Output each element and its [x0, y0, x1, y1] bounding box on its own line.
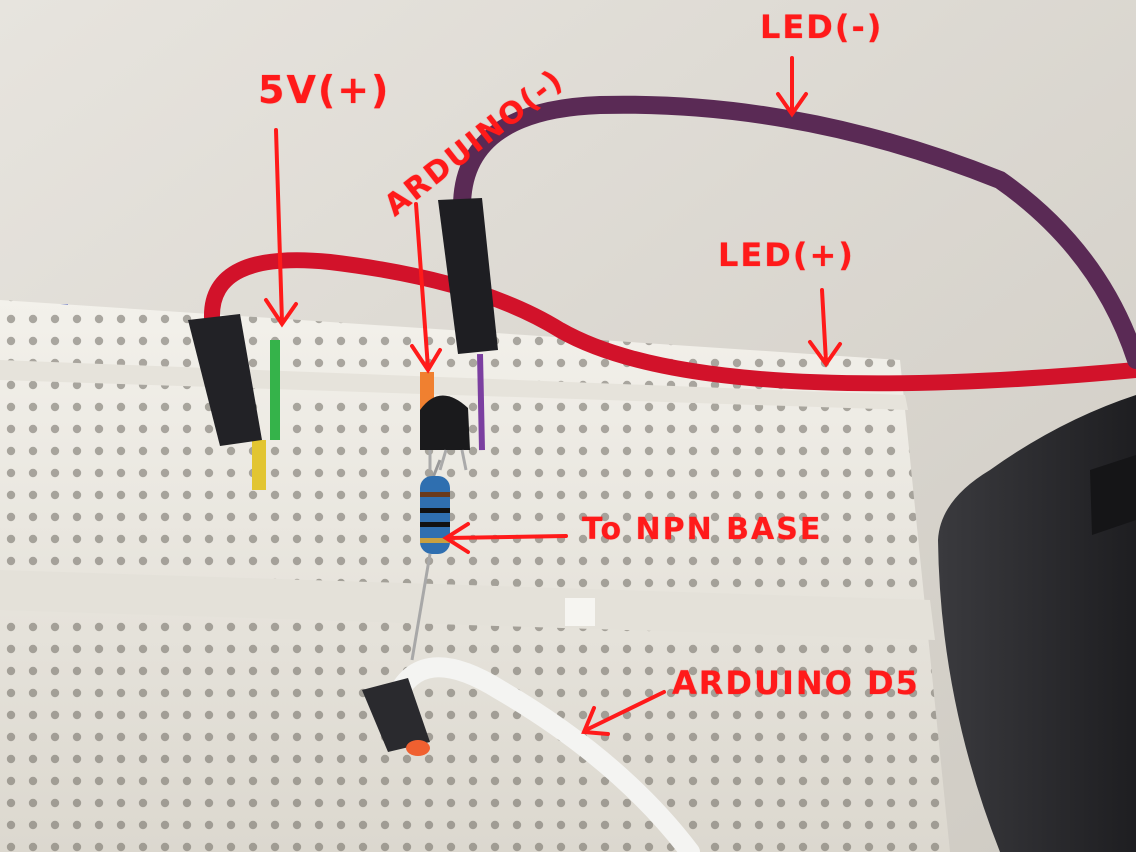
white-wire — [385, 657, 700, 852]
red-wire — [203, 252, 1136, 392]
arrow-npn-base — [442, 522, 568, 554]
purple-wire — [452, 95, 1136, 369]
resistor — [410, 459, 450, 661]
arrow-5v — [264, 128, 298, 328]
white-wire-connector — [362, 678, 430, 752]
purple-lead — [477, 353, 485, 451]
arrow-led-neg — [776, 56, 808, 118]
label-npn-base: To NPN BASE — [582, 512, 823, 547]
label-5v-positive: 5V(+) — [258, 68, 391, 112]
orange-wire-tip — [406, 740, 430, 756]
label-led-negative: LED(-) — [760, 8, 884, 46]
label-arduino-d5: ARDUINO D5 — [672, 664, 920, 702]
arrow-led-pos — [808, 288, 842, 368]
power-adapter — [938, 395, 1136, 852]
purple-wire-connector — [438, 198, 498, 354]
green-jumper — [270, 340, 280, 440]
arrow-arduino-neg — [410, 202, 442, 374]
arrow-d5 — [581, 690, 666, 736]
npn-transistor — [420, 395, 470, 471]
yellow-jumper — [252, 440, 266, 490]
annotation-arrows — [264, 56, 842, 736]
red-wire-connector — [188, 314, 262, 446]
label-led-positive: LED(+) — [718, 236, 855, 274]
